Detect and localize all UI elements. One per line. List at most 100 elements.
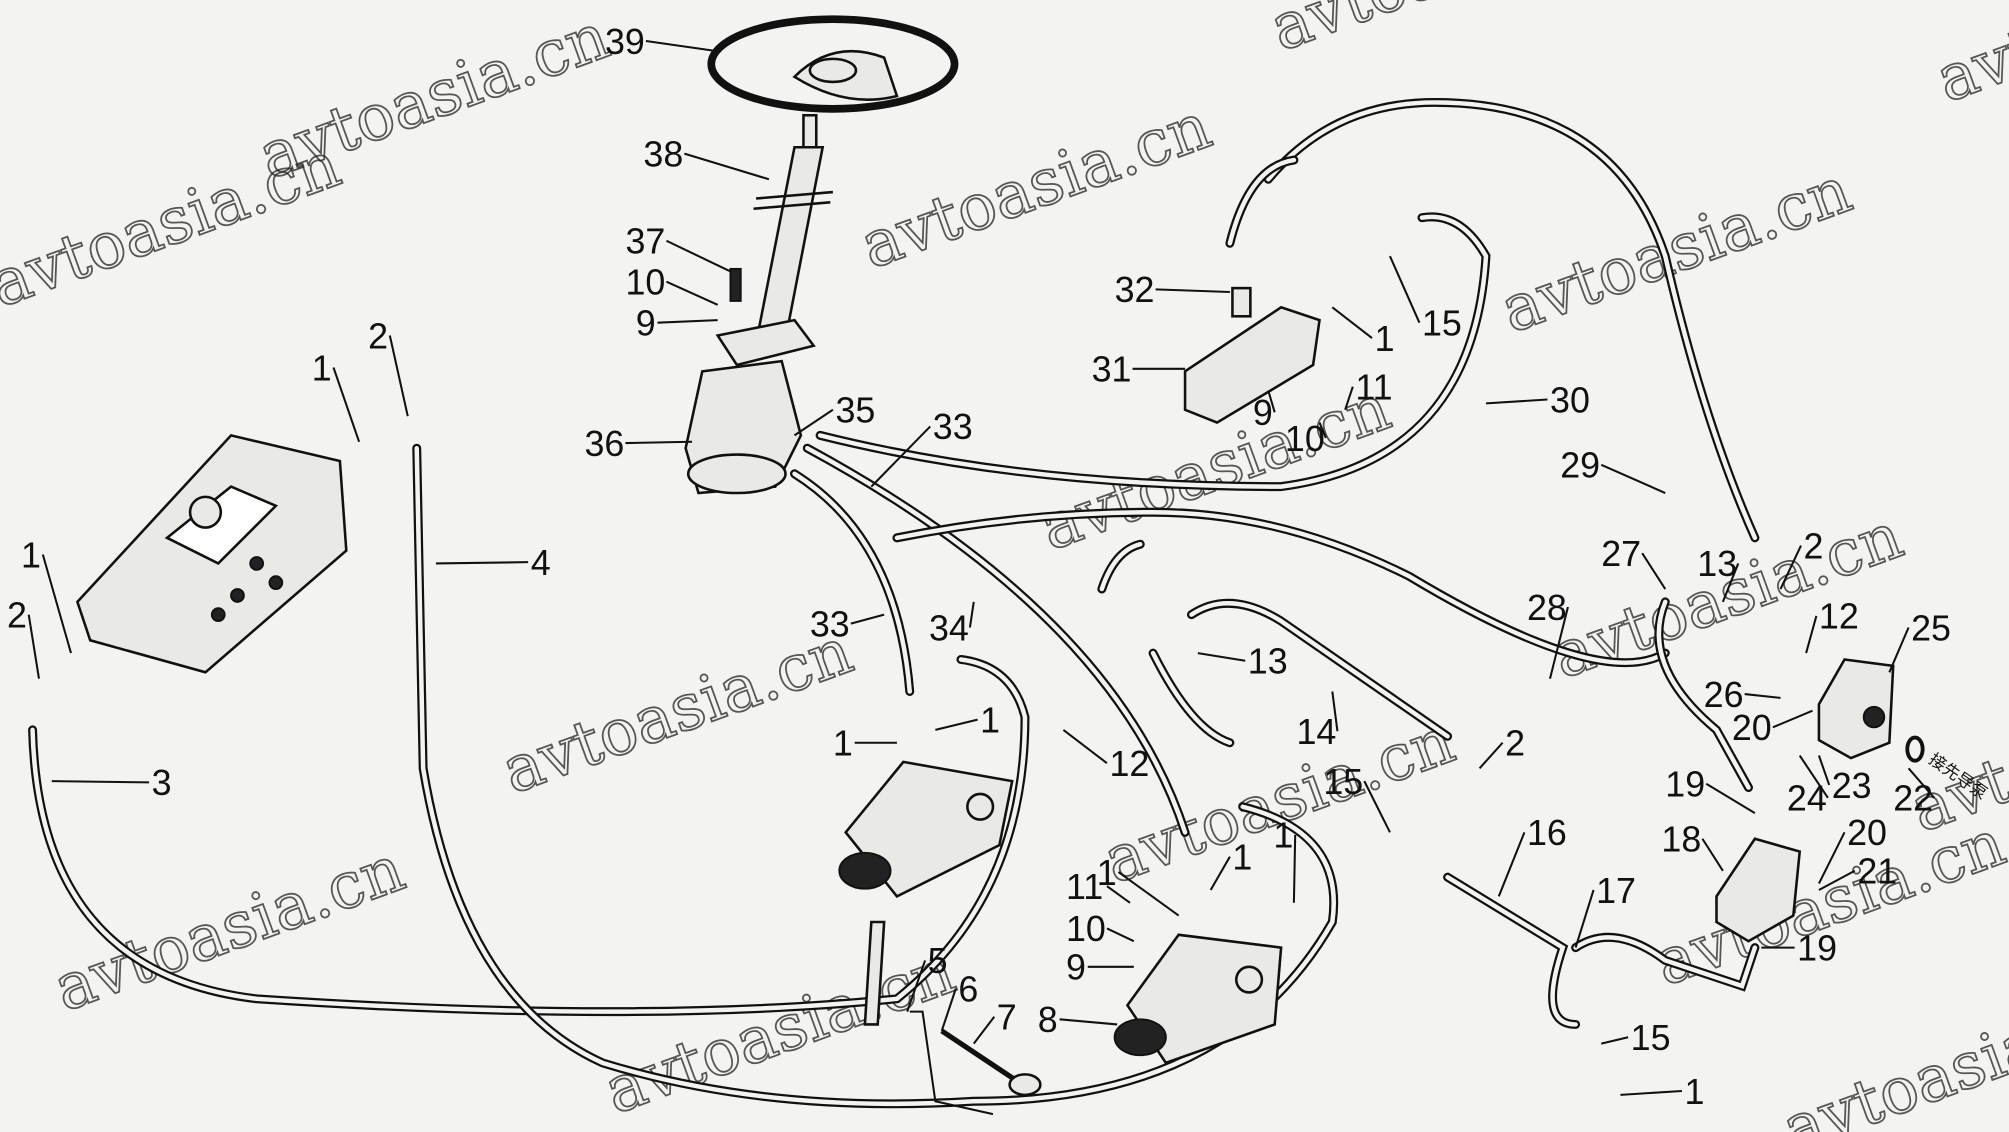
part-callout-19: 19 bbox=[1665, 764, 1705, 804]
callout-leader bbox=[388, 335, 409, 417]
priority-valve bbox=[75, 433, 348, 674]
hose-line bbox=[1097, 539, 1145, 594]
part-callout-37: 37 bbox=[625, 222, 665, 262]
callout-leader bbox=[1292, 834, 1297, 903]
part-callout-6: 6 bbox=[958, 969, 978, 1009]
callout-leader bbox=[27, 614, 40, 679]
callout-leader bbox=[1389, 255, 1421, 324]
hose-line-inner bbox=[805, 445, 1188, 835]
hose-line bbox=[1443, 872, 1581, 1029]
steering-wheel bbox=[707, 15, 959, 113]
callout-leader bbox=[1117, 871, 1180, 917]
callout-leader bbox=[793, 408, 834, 437]
part-callout-33: 33 bbox=[810, 604, 850, 644]
hose-line-inner bbox=[1445, 874, 1578, 1027]
callout-leader bbox=[1907, 767, 1935, 799]
callout-leader bbox=[657, 319, 718, 324]
callout-leader bbox=[972, 1016, 996, 1045]
part-callout-5: 5 bbox=[928, 941, 948, 981]
part-callout-8: 8 bbox=[1038, 1000, 1058, 1040]
part-callout-26: 26 bbox=[1704, 675, 1744, 715]
watermark-text: avtoasia.cn bbox=[1261, 0, 1630, 66]
callout-leader bbox=[1155, 288, 1230, 293]
callout-leader bbox=[1721, 563, 1740, 603]
hose-line-inner bbox=[817, 214, 1489, 489]
part-callout-35: 35 bbox=[835, 391, 875, 431]
part-callout-34: 34 bbox=[929, 608, 969, 648]
hose-line-inner bbox=[1099, 541, 1143, 592]
part-callout-12: 12 bbox=[1110, 744, 1150, 784]
part-callout-7: 7 bbox=[997, 998, 1017, 1038]
callout-leader bbox=[935, 718, 978, 731]
part-callout-9: 9 bbox=[1253, 393, 1273, 433]
hose-line-inner bbox=[1573, 935, 1758, 989]
callout-leader bbox=[1818, 869, 1856, 891]
callout-leader bbox=[1197, 652, 1246, 662]
callout-leader bbox=[1779, 545, 1802, 590]
callout-leader bbox=[870, 425, 931, 488]
leader-lines bbox=[27, 39, 1935, 1096]
part-callout-20: 20 bbox=[1732, 708, 1772, 748]
callout-leader bbox=[1600, 463, 1666, 494]
callout-leader bbox=[1701, 838, 1724, 872]
callout-leader bbox=[435, 561, 529, 565]
steering-unit bbox=[684, 267, 803, 495]
callout-leader bbox=[1106, 885, 1131, 904]
callout-leader bbox=[1331, 691, 1339, 732]
part-callout-1: 1 bbox=[1097, 853, 1117, 893]
watermark-text: avtoasia.cn bbox=[250, 0, 619, 194]
part-callout-28: 28 bbox=[1527, 588, 1567, 628]
callout-leader bbox=[1478, 742, 1504, 770]
part-callout-1: 1 bbox=[1273, 816, 1293, 856]
part-callout-13: 13 bbox=[1697, 544, 1737, 584]
part-callout-27: 27 bbox=[1601, 534, 1641, 574]
callout-leader bbox=[1497, 831, 1526, 897]
part-callout-1: 1 bbox=[980, 700, 1000, 740]
callout-leader bbox=[1318, 422, 1327, 439]
hose-line-inner bbox=[1150, 650, 1233, 745]
callout-leader bbox=[665, 239, 731, 273]
part-callout-18: 18 bbox=[1661, 820, 1701, 860]
part-callout-1: 1 bbox=[1684, 1072, 1704, 1112]
steering-column bbox=[715, 113, 834, 367]
part-callout-1: 1 bbox=[312, 348, 332, 388]
part-callout-2: 2 bbox=[368, 316, 388, 356]
part-callout-32: 32 bbox=[1115, 270, 1155, 310]
callout-leader bbox=[1485, 398, 1548, 405]
part-callout-23: 23 bbox=[1832, 766, 1872, 806]
part-callout-11: 11 bbox=[1355, 368, 1392, 408]
part-callout-1: 1 bbox=[1375, 319, 1395, 359]
callout-leader bbox=[1549, 606, 1569, 679]
pedal bbox=[863, 920, 1042, 1116]
part-callout-31: 31 bbox=[1092, 350, 1132, 390]
part-callout-1: 1 bbox=[1232, 837, 1252, 877]
part-callout-15: 15 bbox=[1422, 304, 1462, 344]
part-callout-19: 19 bbox=[1797, 928, 1837, 968]
callout-leader bbox=[968, 601, 975, 628]
valve-block-25 bbox=[1817, 658, 1925, 763]
callout-leader bbox=[1772, 709, 1813, 729]
hose-line-inner bbox=[792, 471, 912, 694]
part-callout-36: 36 bbox=[584, 424, 624, 464]
part-callout-1: 1 bbox=[21, 535, 41, 575]
callout-leader bbox=[1106, 927, 1135, 943]
callout-leader bbox=[1798, 754, 1829, 799]
part-callout-14: 14 bbox=[1296, 712, 1336, 752]
watermark-text: avtoasia.cn bbox=[1095, 704, 1464, 899]
valve-block-18 bbox=[1715, 837, 1802, 943]
part-callout-15: 15 bbox=[1323, 762, 1363, 802]
part-callout-39: 39 bbox=[605, 22, 645, 62]
steering-cylinder-right bbox=[1113, 933, 1283, 1065]
part-callout-9: 9 bbox=[1066, 948, 1086, 988]
part-callout-9: 9 bbox=[636, 304, 656, 344]
callout-leader bbox=[1620, 1090, 1682, 1096]
part-callout-24: 24 bbox=[1787, 779, 1827, 819]
callout-leader bbox=[906, 960, 927, 1012]
part-callout-10: 10 bbox=[1285, 419, 1325, 459]
part-callout-22: 22 bbox=[1893, 779, 1933, 819]
part-callout-12: 12 bbox=[1819, 597, 1859, 637]
watermark-text: avtoasia.cn bbox=[1927, 0, 2009, 117]
hose-line-inner bbox=[30, 657, 1028, 1014]
